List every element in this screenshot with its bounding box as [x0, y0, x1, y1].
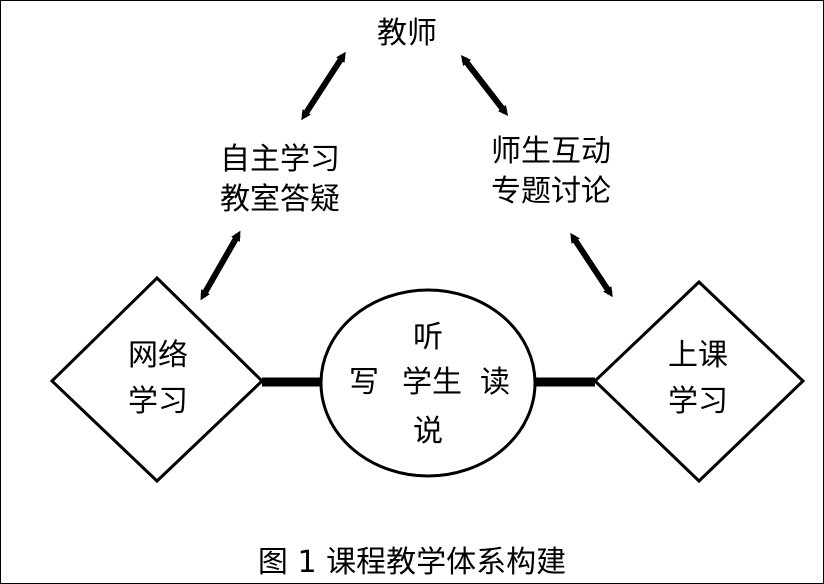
arrow-right-diamond	[570, 232, 613, 298]
left-mid-line2: 教室答疑	[220, 182, 340, 217]
right-mid-line1: 师生互动	[491, 134, 611, 169]
left-mid-line1: 自主学习	[220, 142, 340, 177]
left-diamond-line2: 学习	[128, 384, 188, 419]
center-left-label: 写	[349, 365, 379, 400]
center-top-label: 听	[413, 320, 443, 355]
center-mid-label: 学生	[402, 365, 462, 400]
center-right-label: 读	[480, 365, 510, 400]
left-diamond-line1: 网络	[128, 338, 188, 373]
right-mid-line2: 专题讨论	[491, 174, 611, 209]
right-diamond-line2: 学习	[668, 384, 728, 419]
right-diamond-line1: 上课	[668, 338, 728, 373]
right-diamond-shape	[592, 279, 806, 484]
center-bottom-label: 说	[413, 414, 443, 449]
figure-caption: 图 1 课程教学体系构建	[257, 545, 567, 580]
left-diamond-shape	[49, 275, 265, 484]
teacher-node: 教师	[377, 16, 437, 51]
center-ellipse	[319, 288, 537, 478]
arrow-teacher-left	[301, 51, 346, 121]
arrow-teacher-right	[460, 55, 509, 116]
arrow-left-diamond	[200, 230, 241, 301]
